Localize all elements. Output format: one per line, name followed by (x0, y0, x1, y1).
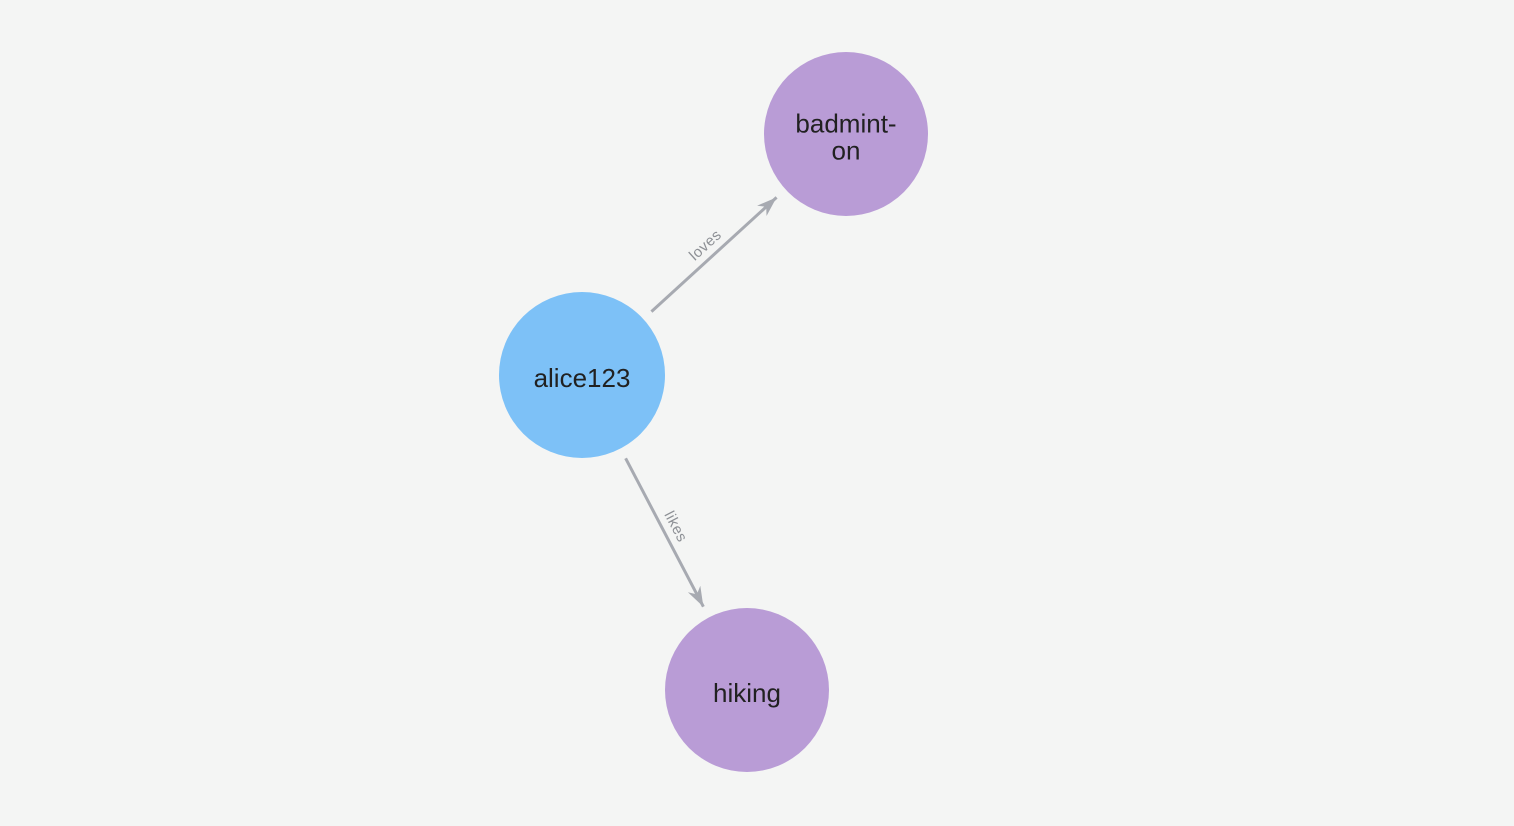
edge-label-likes[interactable]: likes (660, 508, 690, 545)
edge-likes[interactable] (624, 457, 705, 608)
node-badminton[interactable] (764, 52, 928, 216)
edge-loves[interactable] (650, 196, 778, 313)
node-alice123[interactable] (499, 292, 665, 458)
node-hiking[interactable] (665, 608, 829, 772)
edge-label-loves[interactable]: loves (686, 226, 725, 264)
